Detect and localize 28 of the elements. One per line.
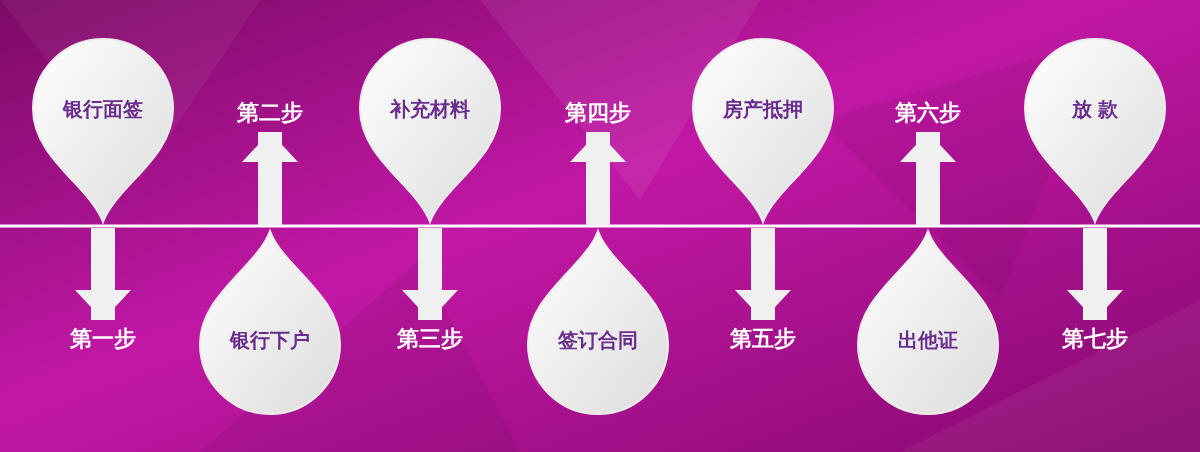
block-arrow [402,228,458,320]
block-arrow [75,228,131,320]
block-arrow [570,132,626,225]
teardrop-marker [30,36,176,224]
step-label: 第一步 [43,324,163,354]
step-label: 第二步 [210,98,330,128]
step-label: 第五步 [703,324,823,354]
teardrop-marker [357,36,503,224]
block-arrow [735,228,791,320]
block-arrow [1067,228,1123,320]
step-label: 第三步 [370,324,490,354]
teardrop-marker [855,229,1001,417]
step-title: 银行下户 [228,328,311,352]
step-title: 出他证 [897,328,959,352]
step-title: 签订合同 [557,328,639,352]
step-label: 第四步 [538,98,658,128]
step-title: 房产抵押 [722,97,804,121]
step-title: 放 款 [1070,97,1120,121]
teardrop-marker [690,36,836,224]
teardrop-marker [197,229,343,417]
step-label: 第七步 [1035,324,1155,354]
step-title: 补充材料 [388,97,471,121]
teardrop-marker [1022,36,1168,224]
step-label: 第六步 [868,98,988,128]
step-title: 银行面签 [61,97,144,121]
block-arrow [242,132,298,225]
teardrop-marker [525,229,671,417]
block-arrow [900,132,956,225]
